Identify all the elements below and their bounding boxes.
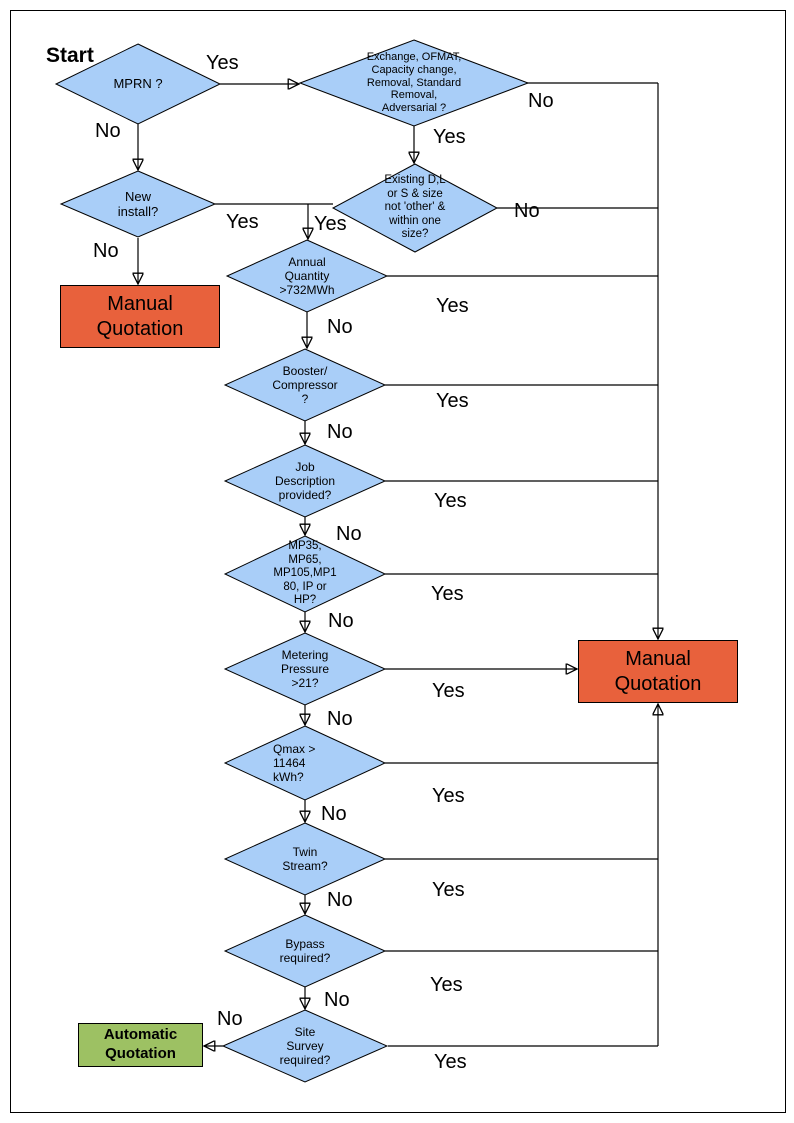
label-exchange-yes: Yes	[433, 126, 466, 148]
node-qmax: Qmax > 11464 kWh?	[225, 726, 385, 800]
node-new-install: New install?	[61, 171, 215, 237]
node-bypass-label: Bypass required?	[279, 936, 331, 965]
label-pressure-tier-yes: Yes	[431, 583, 464, 605]
node-manual-quotation-right: Manual Quotation	[578, 640, 738, 703]
label-existing-no: No	[514, 200, 540, 222]
label-booster-yes: Yes	[436, 390, 469, 412]
node-manual-quotation-left: Manual Quotation	[60, 285, 220, 348]
node-metering-pressure-label: Metering Pressure >21?	[280, 647, 330, 691]
node-booster: Booster/ Compressor ?	[225, 349, 385, 421]
node-pressure-tier: MP35, MP65, MP105,MP1 80, IP or HP?	[225, 536, 385, 612]
node-twin-stream: Twin Stream?	[225, 823, 385, 895]
label-new-install-no: No	[93, 240, 119, 262]
label-annual-no: No	[327, 316, 353, 338]
node-new-install-label: New install?	[117, 188, 159, 219]
node-annual-quantity: Annual Quantity >732MWh	[227, 240, 387, 312]
start-label: Start	[46, 44, 94, 67]
node-qmax-label: Qmax > 11464 kWh?	[273, 741, 316, 785]
node-automatic-quotation: Automatic Quotation	[78, 1023, 203, 1067]
node-job-description: Job Description provided?	[225, 445, 385, 517]
label-annual-yes: Yes	[436, 295, 469, 317]
label-metering-no: No	[327, 708, 353, 730]
label-mprn-yes: Yes	[206, 52, 239, 74]
label-job-no: No	[336, 523, 362, 545]
label-qmax-no: No	[321, 803, 347, 825]
node-exchange: Exchange, OFMAT, Capacity change, Remova…	[300, 40, 528, 126]
label-mprn-no: No	[95, 120, 121, 142]
node-pressure-tier-label: MP35, MP65, MP105,MP1 80, IP or HP?	[273, 540, 337, 607]
label-qmax-yes: Yes	[432, 785, 465, 807]
label-job-yes: Yes	[434, 490, 467, 512]
node-bypass: Bypass required?	[225, 915, 385, 987]
label-bypass-yes: Yes	[430, 974, 463, 996]
label-twin-yes: Yes	[432, 879, 465, 901]
node-existing-label: Existing D,L or S & size not 'other' & w…	[384, 174, 446, 241]
node-job-description-label: Job Description provided?	[274, 459, 336, 503]
node-mprn-label: MPRN ?	[113, 76, 163, 92]
node-twin-stream-label: Twin Stream?	[282, 844, 328, 873]
node-site-survey-label: Site Survey required?	[279, 1024, 331, 1068]
label-site-no: No	[217, 1008, 243, 1030]
label-new-install-yes: Yes	[226, 211, 259, 233]
label-existing-yes: Yes	[314, 213, 347, 235]
label-site-yes: Yes	[434, 1051, 467, 1073]
node-booster-label: Booster/ Compressor ?	[272, 363, 338, 407]
node-mprn: MPRN ?	[56, 44, 220, 124]
node-existing: Existing D,L or S & size not 'other' & w…	[333, 164, 497, 252]
label-booster-no: No	[327, 421, 353, 443]
node-metering-pressure: Metering Pressure >21?	[225, 633, 385, 705]
label-exchange-no: No	[528, 90, 554, 112]
label-metering-yes: Yes	[432, 680, 465, 702]
node-exchange-label: Exchange, OFMAT, Capacity change, Remova…	[366, 50, 462, 115]
node-annual-quantity-label: Annual Quantity >732MWh	[279, 254, 335, 298]
node-site-survey: Site Survey required?	[223, 1010, 387, 1082]
label-pressure-tier-no: No	[328, 610, 354, 632]
label-bypass-no: No	[324, 989, 350, 1011]
label-twin-no: No	[327, 889, 353, 911]
